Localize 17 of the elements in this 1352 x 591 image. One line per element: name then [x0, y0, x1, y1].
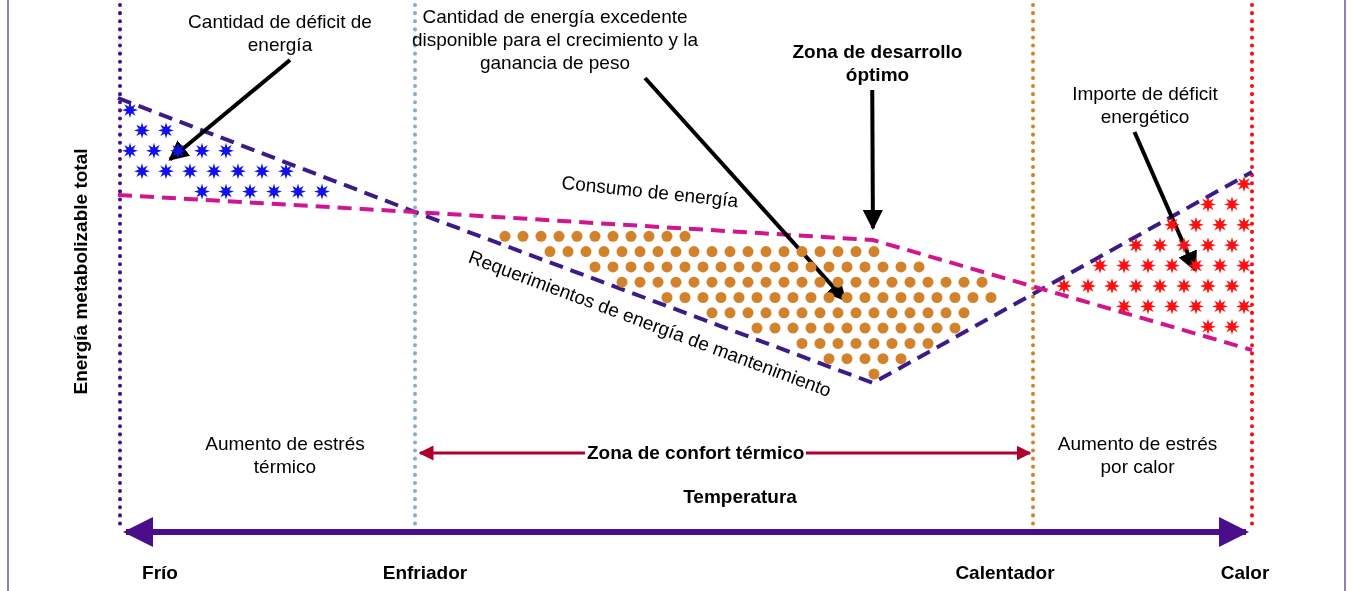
line-label: Consumo de energía: [559, 170, 741, 214]
callout-text: Zona de desarrollo óptimo: [790, 40, 965, 86]
axis-title: Energía metabolizable total: [68, 147, 92, 397]
leader-line: [862, 90, 883, 231]
leader-line: [643, 76, 847, 302]
callout-text: Cantidad de energía excedente disponible para el crecimiento y la ganancia de peso: [405, 5, 705, 74]
callout-text: Cantidad de déficit de energía: [180, 10, 380, 56]
zone-label: Aumento de estrés térmico: [204, 432, 366, 478]
axis-tick-label: Frío: [141, 561, 179, 584]
axis-tick-label: Enfriador: [381, 561, 469, 584]
axis-tick-label: Calentador: [954, 561, 1056, 584]
axis-tick-label: Calor: [1219, 561, 1271, 584]
callout-text: Importe de déficit energético: [1040, 82, 1250, 128]
zone-label: Aumento de estrés por calor: [1056, 432, 1219, 478]
leader-line: [168, 58, 292, 162]
axis-title: Temperatura: [682, 485, 798, 508]
leader-line: [1132, 131, 1197, 272]
